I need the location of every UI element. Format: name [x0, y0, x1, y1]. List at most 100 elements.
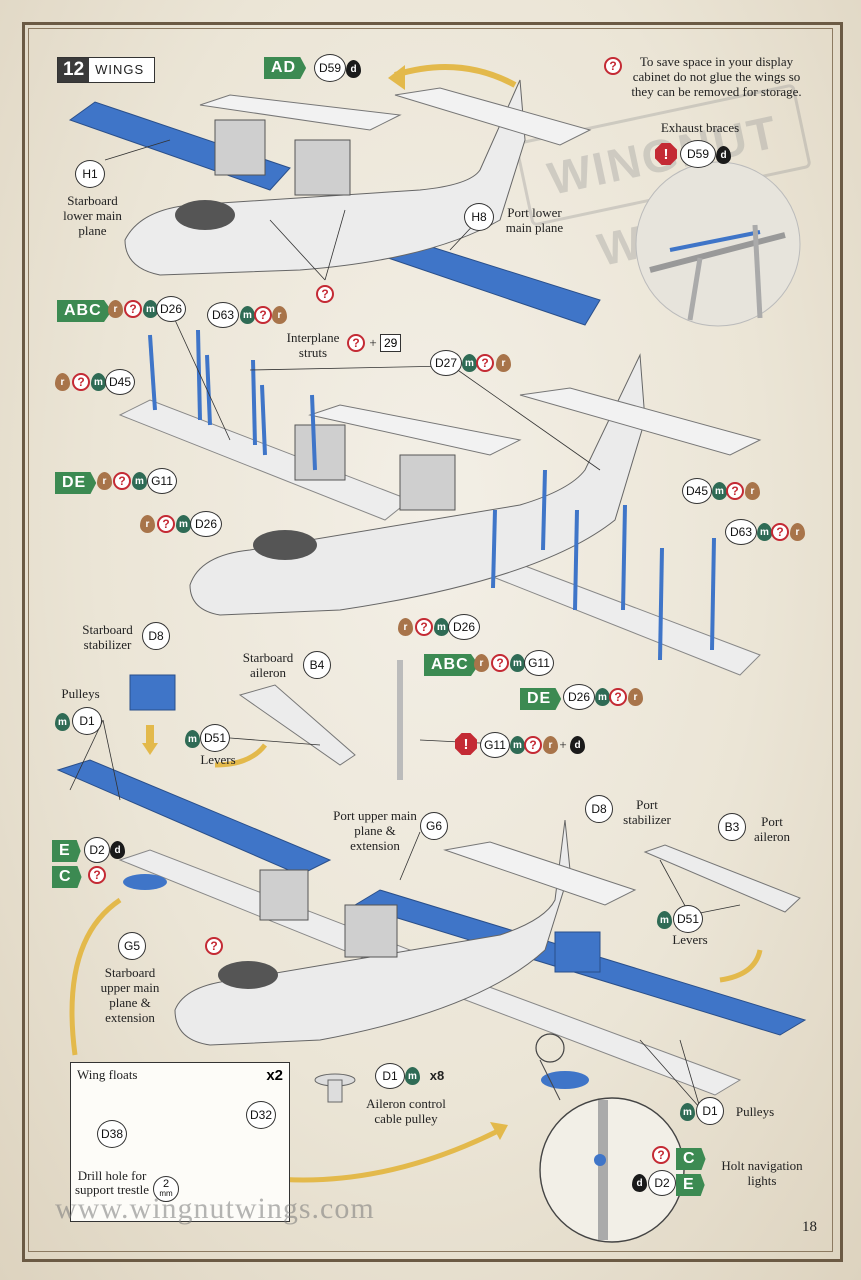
tag-e-2: E — [676, 1174, 705, 1196]
paint-m-3: m — [462, 354, 477, 372]
part-b4: B4 — [303, 651, 331, 679]
help-icon-9: ? — [157, 515, 175, 533]
help-icon-12: ? — [415, 618, 433, 636]
label-starboard-stabilizer: Starboard stabilizer — [82, 622, 133, 652]
part-d63-b: D63 — [725, 519, 757, 545]
paint-m-5: m — [132, 472, 147, 490]
part-g11-c: G11 — [480, 732, 510, 758]
paint-d-5: d — [632, 1174, 647, 1192]
storage-note: To save space in your display cabinet do… — [631, 54, 802, 99]
paint-r-8: r — [790, 523, 805, 541]
port-stabilizer-fitted — [554, 931, 601, 973]
paint-r: r — [108, 300, 123, 318]
tag-e: E — [52, 840, 81, 862]
page-number: 18 — [802, 1219, 817, 1235]
paint-r-5: r — [97, 472, 112, 490]
exhaust-brace — [669, 230, 761, 252]
paint-m-10: m — [510, 654, 525, 672]
paint-m-9: m — [434, 618, 449, 636]
part-d1-b: D1 — [696, 1097, 724, 1125]
struts-2 — [148, 329, 716, 661]
part-d27: D27 — [430, 350, 462, 376]
label-port-stabilizer: Port stabilizer — [623, 797, 671, 827]
help-icon-6: ? — [476, 354, 494, 372]
label-starboard-lower: Starboard lower main plane — [63, 193, 122, 238]
tailplane-2 — [519, 387, 762, 456]
paint-r-6: r — [140, 515, 155, 533]
paint-d-4: d — [110, 841, 125, 859]
label-aileron-pulley: Aileron control cable pulley — [366, 1096, 446, 1126]
label-port-lower: Port lower main plane — [505, 205, 564, 235]
warning-icon: ! — [655, 143, 677, 165]
tailplane-1 — [394, 87, 592, 146]
help-icon-18: ? — [652, 1146, 670, 1164]
label-levers-b: Levers — [672, 932, 708, 947]
struts-ref-step: 29 — [380, 334, 402, 352]
step-header: 12 WINGS — [57, 57, 156, 83]
paint-d-2: d — [716, 146, 731, 164]
part-d45-a: D45 — [105, 369, 135, 395]
label-holt-lights: Holt navigation lights — [721, 1158, 803, 1188]
label-pulleys-b: Pulleys — [735, 1104, 775, 1119]
part-d1-c: D1 — [375, 1063, 405, 1089]
part-d1-a: D1 — [72, 707, 102, 735]
label-wing-floats: Wing floats — [77, 1067, 138, 1082]
upper-wing-1 — [199, 94, 402, 131]
starboard-stabilizer-part — [129, 674, 176, 711]
help-icon-11: ? — [771, 523, 789, 541]
help-icon-4: ? — [254, 306, 272, 324]
part-d8-a: D8 — [142, 622, 170, 650]
engine-1a — [214, 119, 266, 176]
tag-abc: ABC — [57, 300, 112, 322]
page-frame — [22, 22, 843, 1262]
help-icon-10: ? — [726, 482, 744, 500]
page-frame-inner — [28, 28, 833, 1252]
paint-m: m — [143, 300, 158, 318]
part-g11-a: G11 — [147, 468, 177, 494]
arrow-aileron — [719, 949, 763, 983]
cockpit-1 — [175, 200, 235, 230]
part-d26-d: D26 — [563, 684, 595, 710]
paint-m-14: m — [510, 736, 525, 754]
paint-r-9: r — [398, 618, 413, 636]
part-d32: D32 — [246, 1101, 276, 1129]
help-icon-8: ? — [113, 472, 131, 490]
paint-d-3: d — [570, 736, 585, 754]
tailplane-3 — [443, 841, 637, 906]
upper-centre-2 — [308, 404, 522, 456]
label-drill-hole: Drill hole for support trestle — [74, 1168, 149, 1197]
step-number: 12 — [58, 58, 90, 82]
paint-m-17: m — [405, 1067, 420, 1085]
paint-m-6: m — [176, 515, 191, 533]
arrow-inset — [264, 1127, 502, 1183]
paint-d: d — [346, 60, 361, 78]
help-icon-3: ? — [124, 300, 142, 318]
engine-2b — [399, 454, 456, 511]
drill-size: 2 mm — [153, 1176, 179, 1202]
part-d51-a: D51 — [200, 724, 230, 752]
label-port-aileron: Port aileron — [753, 814, 791, 844]
help-icon-15: ? — [524, 736, 542, 754]
label-levers-a: Levers — [200, 752, 236, 767]
paint-m-15: m — [657, 911, 672, 929]
part-g5: G5 — [118, 932, 146, 960]
label-exhaust-braces: Exhaust braces — [660, 120, 740, 135]
tag-abc-2: ABC — [424, 654, 479, 676]
paint-m-12: m — [55, 713, 70, 731]
paint-m-8: m — [757, 523, 772, 541]
part-d59: D59 — [314, 54, 346, 82]
float-count: x2 — [266, 1067, 283, 1084]
aircraft-view-3 — [56, 759, 807, 1096]
part-d26-b: D26 — [190, 511, 222, 537]
paint-m-2: m — [240, 306, 255, 324]
paint-r-7: r — [745, 482, 760, 500]
tag-c: C — [52, 866, 82, 888]
paint-m-4: m — [91, 373, 106, 391]
port-aileron-part — [643, 844, 801, 913]
help-icon-5: ? — [347, 334, 365, 352]
help-icon: ? — [604, 57, 622, 75]
engine-3b — [344, 904, 398, 958]
tag-de-2: DE — [520, 688, 562, 710]
